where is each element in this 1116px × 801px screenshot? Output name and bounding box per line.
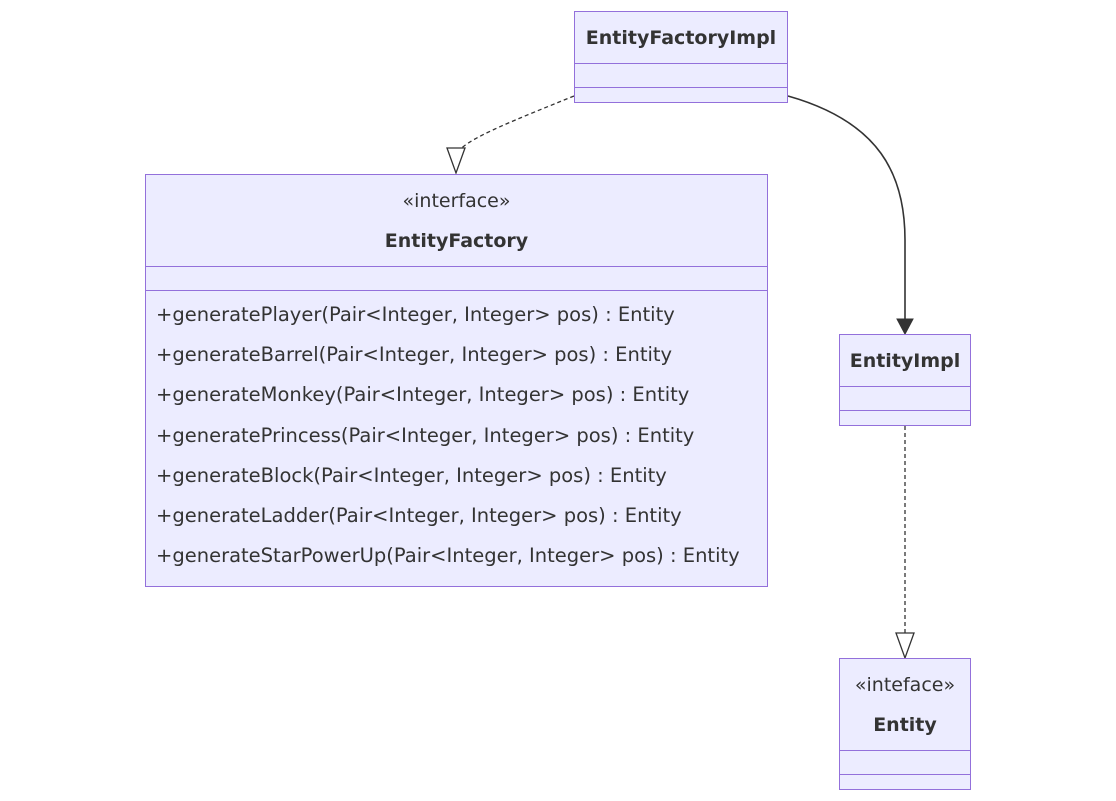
class-entity: «inteface» Entity: [839, 658, 971, 790]
method-item: +generatePrincess(Pair<Integer, Integer>…: [156, 423, 695, 447]
class-name: EntityImpl: [849, 349, 961, 372]
class-header: EntityFactoryImpl: [575, 12, 787, 64]
association-edge-factoryimpl-to-entityimpl: [787, 95, 906, 322]
attributes-section: [840, 387, 970, 411]
attributes-section: [575, 64, 787, 88]
class-header: «interface» EntityFactory: [146, 175, 767, 267]
realization-arrowhead-entity: [895, 632, 915, 660]
method-item: +generateBlock(Pair<Integer, Integer> po…: [156, 463, 667, 487]
association-arrowhead-entityimpl: [896, 318, 914, 336]
class-entity-impl: EntityImpl: [839, 334, 971, 426]
class-stereotype: «inteface»: [854, 673, 956, 696]
class-entity-factory-impl: EntityFactoryImpl: [574, 11, 788, 103]
class-name: Entity: [873, 713, 937, 736]
methods-section: [575, 88, 787, 102]
class-entity-factory: «interface» EntityFactory +generatePlaye…: [145, 174, 768, 587]
class-header: «inteface» Entity: [840, 659, 970, 751]
class-header: EntityImpl: [840, 335, 970, 387]
class-stereotype: «interface»: [402, 189, 511, 212]
method-item: +generatePlayer(Pair<Integer, Integer> p…: [156, 303, 675, 326]
method-item: +generateMonkey(Pair<Integer, Integer> p…: [156, 383, 690, 407]
attributes-section: [146, 267, 767, 291]
realization-arrowhead-factory: [446, 147, 466, 175]
method-item: +generateStarPowerUp(Pair<Integer, Integ…: [156, 544, 740, 568]
class-name: EntityFactoryImpl: [585, 26, 777, 49]
realization-edge-factoryimpl-to-factory: [458, 95, 575, 152]
method-item: +generateBarrel(Pair<Integer, Integer> p…: [156, 343, 673, 367]
methods-section: +generatePlayer(Pair<Integer, Integer> p…: [146, 291, 767, 576]
methods-section: [840, 411, 970, 425]
methods-section: [840, 775, 970, 789]
class-name: EntityFactory: [384, 229, 529, 252]
attributes-section: [840, 751, 970, 775]
method-item: +generateLadder(Pair<Integer, Integer> p…: [156, 504, 682, 528]
